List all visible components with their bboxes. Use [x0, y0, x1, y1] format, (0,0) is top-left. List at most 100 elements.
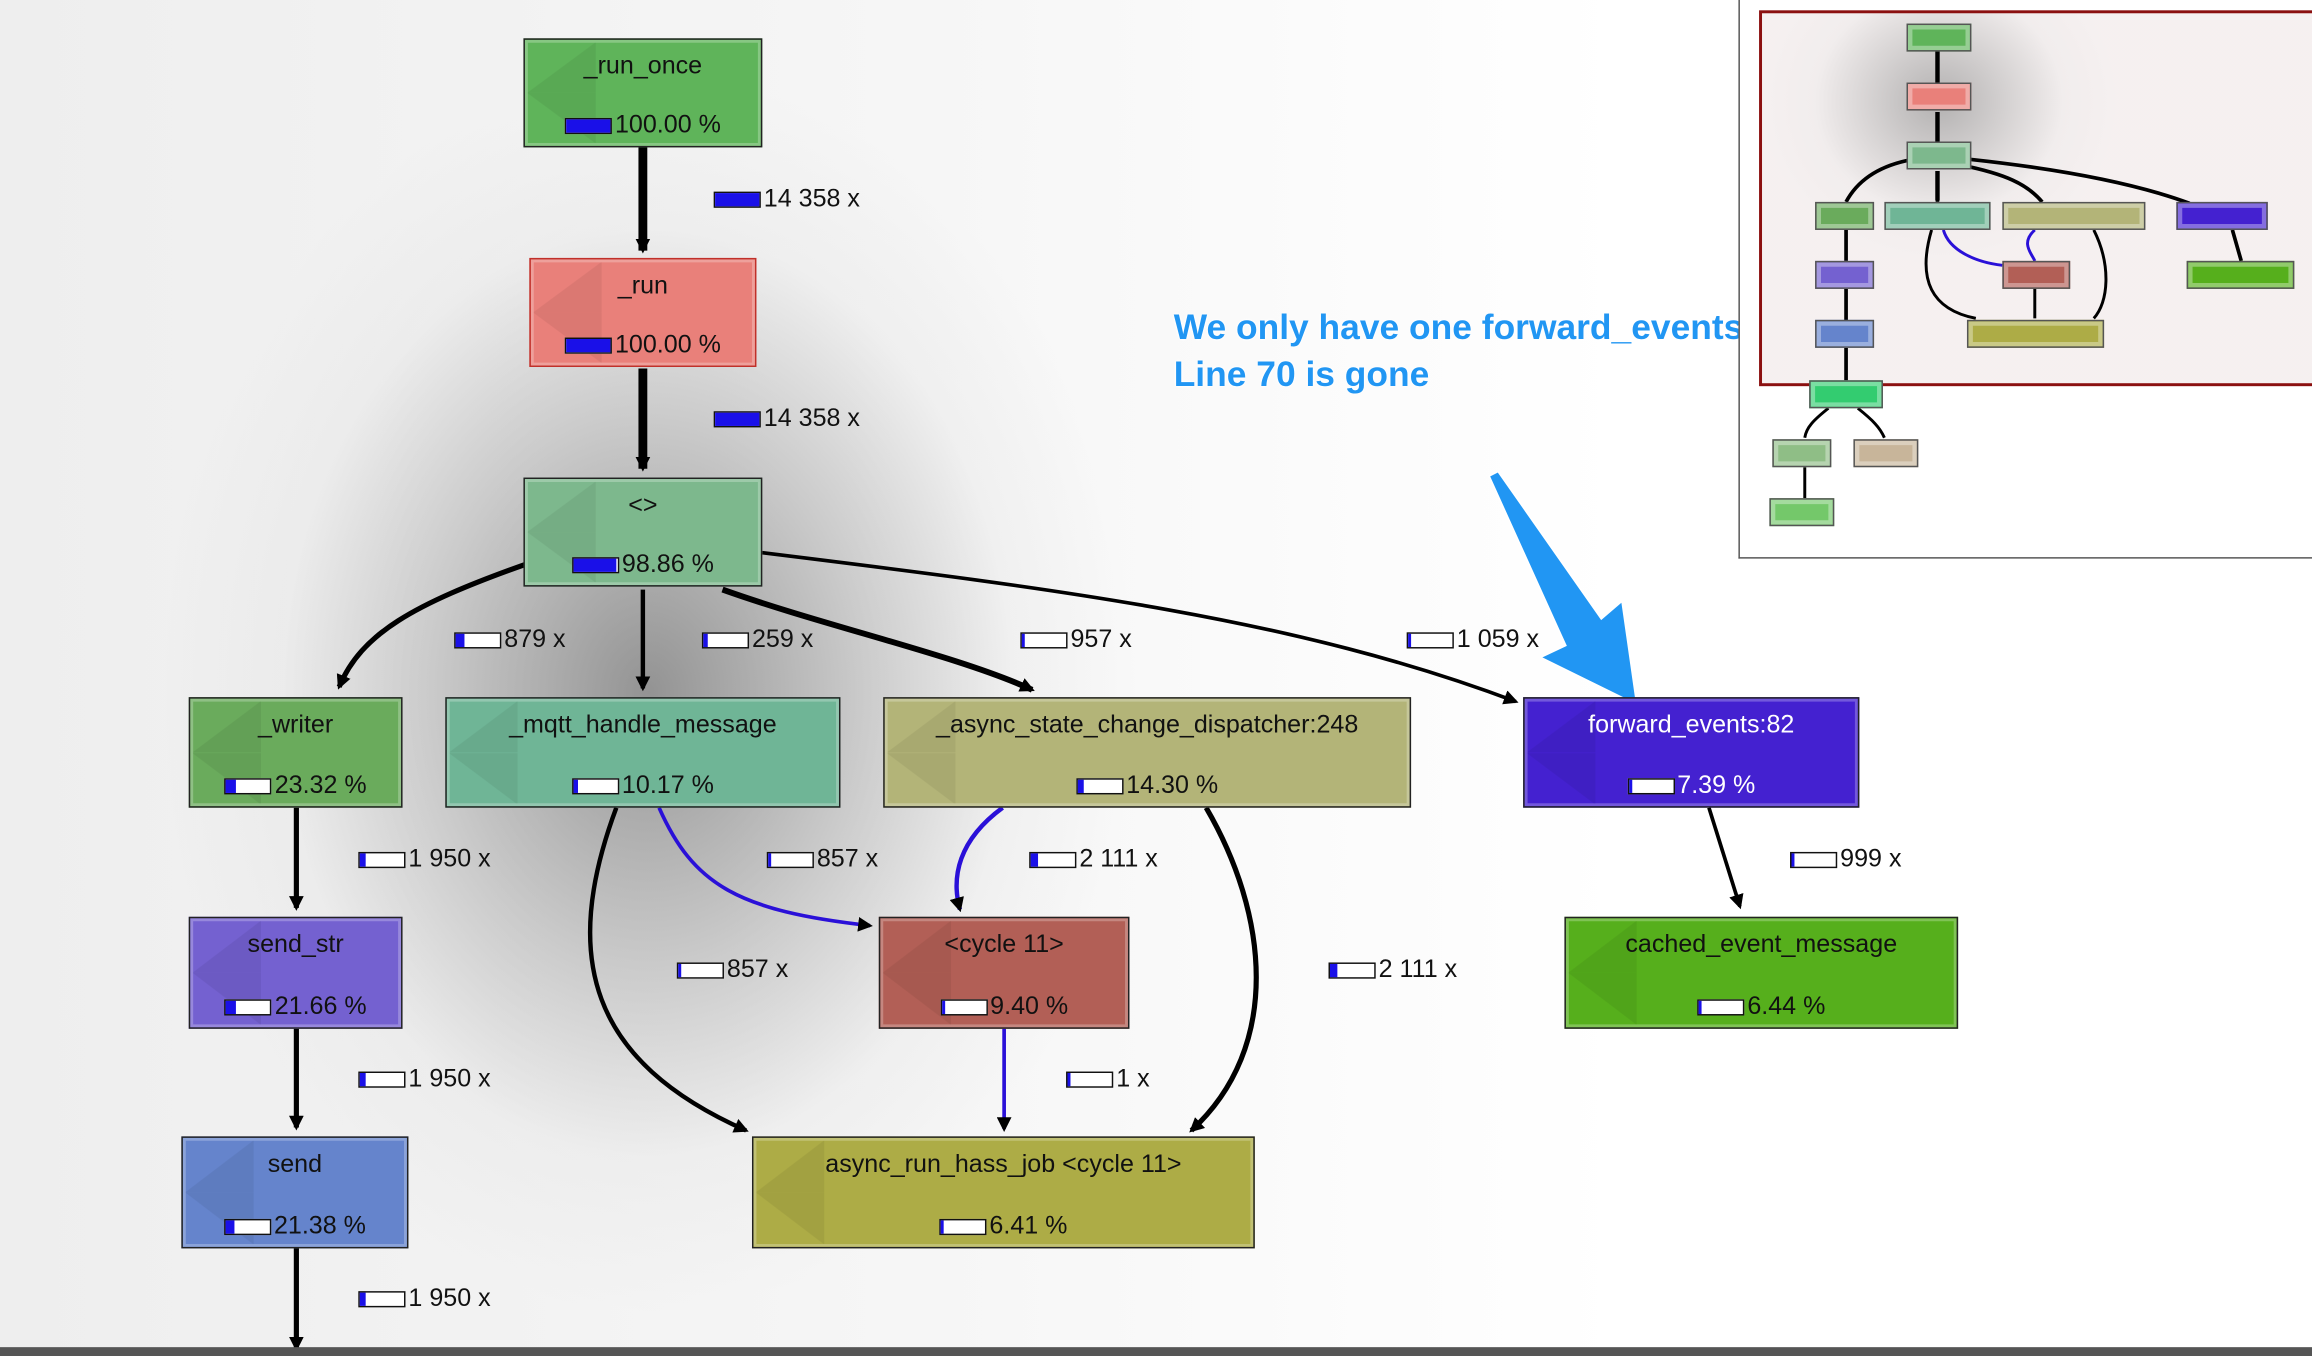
- node-cost-bar: [564, 336, 613, 354]
- edge-anon-to-forward: [762, 550, 1519, 705]
- edge-call-count: 1 059 x: [1456, 624, 1540, 653]
- overview-minimap[interactable]: [1738, 0, 2312, 559]
- minimap-node: [1815, 319, 1875, 348]
- edge-dispatch-to-cycle: [949, 805, 1004, 913]
- edge-label: 14 358 x: [713, 184, 860, 213]
- node-percent: 23.32 %: [274, 770, 367, 799]
- edge-label: 999 x: [1790, 845, 1901, 874]
- minimap-node: [1906, 141, 1972, 170]
- edge-label: 259 x: [701, 625, 813, 654]
- minimap-node: [1906, 23, 1972, 52]
- node-name: _async_state_change_dispatcher:248: [936, 710, 1359, 739]
- edge-label: 1 950 x: [358, 845, 491, 874]
- edge-label: 879 x: [454, 625, 566, 654]
- node-async-state-change-dispatcher[interactable]: _async_state_change_dispatcher:248 14.30…: [883, 697, 1412, 808]
- minimap-node: [1815, 201, 1875, 230]
- edge-anon-to-dispatch: [721, 586, 1035, 693]
- minimap-node: [1966, 319, 2105, 348]
- node-shape-icon: [883, 921, 952, 1025]
- node-cost-bar: [571, 777, 619, 794]
- node-name: _run: [617, 271, 668, 300]
- edge-cost-bar: [1020, 631, 1068, 648]
- edge-cost-bar: [358, 1070, 406, 1088]
- node-cost-bar: [564, 117, 613, 134]
- node-forward-events[interactable]: forward_events:82 7.39 %: [1523, 697, 1860, 808]
- minimap-node: [2002, 201, 2146, 230]
- node-cost-bar: [940, 998, 988, 1015]
- edge-forward-to-cached: [1707, 807, 1744, 910]
- node-cycle-11[interactable]: <cycle 11> 9.40 %: [878, 916, 1130, 1029]
- edge-label: 857 x: [676, 955, 789, 984]
- node-cached-event-message[interactable]: cached_event_message 6.44 %: [1564, 916, 1959, 1029]
- edge-cost-bar: [454, 631, 502, 648]
- edge-call-count: 857 x: [726, 955, 789, 984]
- node-name: _mqtt_handle_message: [509, 710, 777, 739]
- edge-call-count: 2 111 x: [1079, 844, 1158, 873]
- minimap-node: [1853, 439, 1919, 468]
- edge-cost-bar: [1328, 961, 1376, 978]
- node-shape-icon: [449, 701, 518, 804]
- node-name: cached_event_message: [1625, 930, 1898, 959]
- node-percent: 6.44 %: [1747, 991, 1826, 1020]
- edge-cost-bar: [676, 961, 724, 978]
- node-send-str[interactable]: send_str 21.66 %: [188, 916, 403, 1029]
- node-percent: 7.39 %: [1677, 770, 1756, 799]
- minimap-node: [2186, 260, 2295, 289]
- node-cost-bar: [1697, 998, 1745, 1015]
- node-percent: 9.40 %: [990, 991, 1069, 1020]
- node-writer[interactable]: _writer 23.32 %: [188, 697, 403, 808]
- node-percent: 100.00 %: [614, 330, 721, 359]
- minimap-node: [1815, 260, 1875, 289]
- edge-cost-bar: [713, 410, 761, 427]
- node-percent: 14.30 %: [1126, 770, 1219, 799]
- edge-label: 857 x: [766, 845, 878, 874]
- node-name: send: [267, 1149, 323, 1178]
- edge-mqtt-to-cycle: [657, 806, 873, 932]
- edge-call-count: 14 358 x: [763, 184, 860, 213]
- node-name: _writer: [258, 710, 334, 739]
- edge-mqtt-to-asyncrun: [588, 806, 749, 1133]
- edge-label: 957 x: [1020, 624, 1132, 654]
- edge-anon-to-writer: [336, 562, 526, 690]
- node-cost-bar: [571, 556, 619, 573]
- minimap-node: [1906, 82, 1972, 111]
- node-run[interactable]: _run 100.00 %: [529, 257, 757, 368]
- node-shape-icon: [1568, 921, 1637, 1025]
- edge-call-count: 2 111 x: [1378, 955, 1458, 984]
- node-mqtt-handle-message[interactable]: _mqtt_handle_message 10.17 %: [445, 697, 841, 808]
- node-shape-icon: [756, 1140, 825, 1244]
- node-percent: 98.86 %: [621, 549, 714, 578]
- edge-label: 1 950 x: [358, 1064, 491, 1093]
- edge-cost-bar: [713, 190, 761, 208]
- edge-label: 1 059 x: [1406, 624, 1540, 654]
- node-send[interactable]: send 21.38 %: [181, 1136, 409, 1249]
- edge-cost-bar: [766, 851, 814, 868]
- edge-call-count: 999 x: [1840, 844, 1902, 873]
- bottom-divider: [0, 1347, 2312, 1356]
- node-percent: 21.66 %: [274, 991, 367, 1020]
- node-percent: 10.17 %: [621, 770, 714, 799]
- edge-label: 1 950 x: [358, 1284, 491, 1313]
- minimap-edges: [1803, 50, 2243, 499]
- node-cost-bar: [224, 998, 272, 1015]
- edge-call-count: 957 x: [1070, 624, 1132, 653]
- node-cost-bar: [939, 1218, 987, 1235]
- minimap-node: [2002, 260, 2071, 289]
- minimap-node: [1809, 380, 1883, 409]
- node-name: <cycle 11>: [944, 930, 1064, 959]
- edge-cost-bar: [1029, 851, 1077, 868]
- node-shape-icon: [1527, 701, 1596, 804]
- node-name: send_str: [247, 930, 344, 959]
- node-async-run-hass-job[interactable]: async_run_hass_job <cycle 11> 6.41 %: [751, 1136, 1255, 1249]
- node-percent: 21.38 %: [273, 1211, 366, 1240]
- annotation-line-2: Line 70 is gone: [1173, 355, 1430, 396]
- node-cost-bar: [1076, 777, 1124, 794]
- node-name: <>: [628, 490, 658, 519]
- annotation-callout: We only have one forward_events now Line…: [1174, 305, 1824, 399]
- node-run-once[interactable]: _run_once 100.00 %: [523, 38, 763, 148]
- node-cost-bar: [1627, 777, 1675, 794]
- node-shape-icon: [887, 701, 956, 804]
- edge-call-count: 1 x: [1116, 1064, 1150, 1093]
- node-anon[interactable]: <> 98.86 %: [523, 477, 763, 587]
